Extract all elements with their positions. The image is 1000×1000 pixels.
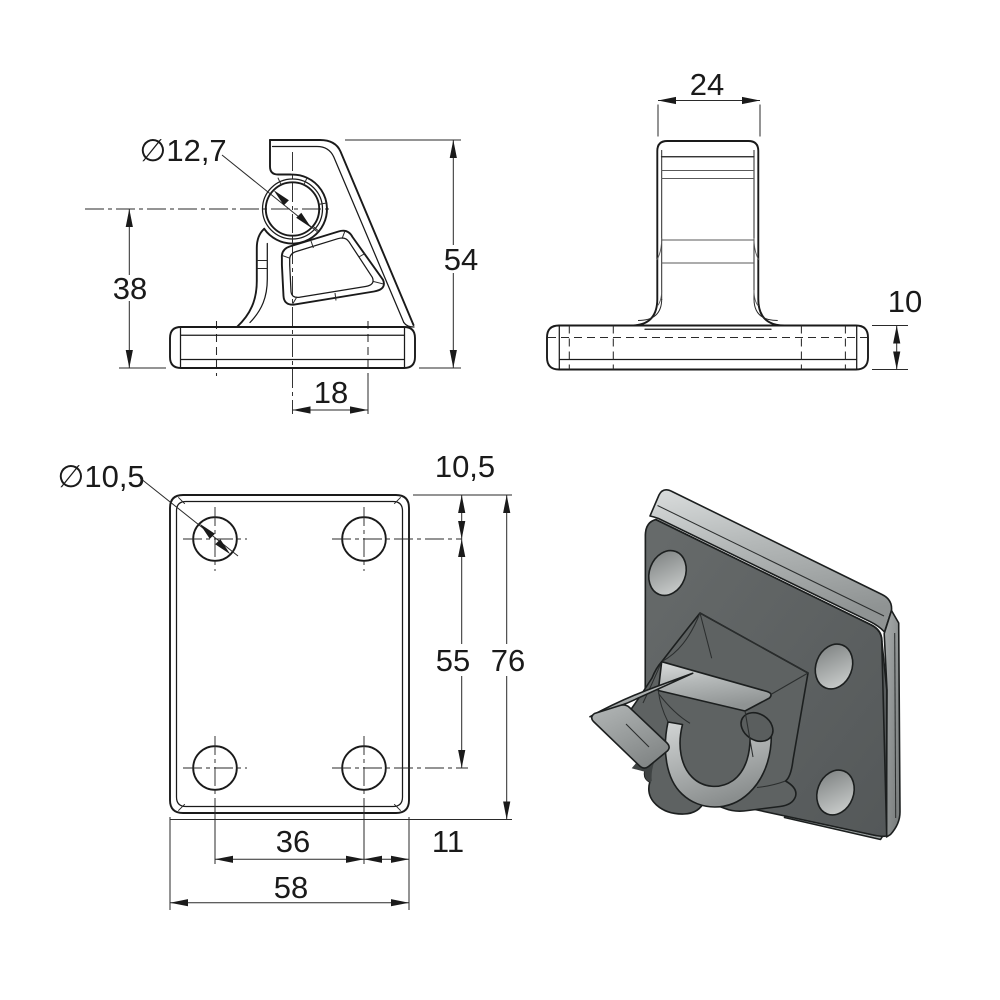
iso-view (589, 489, 901, 841)
dimension-24-lines (657, 100, 761, 137)
dim-overall-height: 54 (444, 242, 478, 277)
iso-hole-top-left (647, 549, 688, 597)
dim-plate-height: 76 (491, 643, 525, 678)
arrowhead (346, 855, 364, 863)
arrowhead (458, 495, 466, 513)
stem-hidden-arcs (656, 237, 760, 307)
arrowhead (125, 209, 133, 227)
arrowhead (391, 855, 409, 863)
arm-underside-edge (625, 723, 650, 748)
ring-transition-ticks (277, 177, 327, 244)
arrowhead (449, 140, 457, 158)
dim-hole-center-height: 38 (113, 271, 147, 306)
boss-edge-lines (657, 690, 754, 758)
arrowhead (503, 495, 511, 513)
arrowhead (893, 351, 901, 370)
iso-hole-right-upper (814, 643, 854, 690)
extension-lines (169, 494, 512, 910)
dim-plate-width: 58 (274, 870, 308, 905)
corner-transition-ticks (177, 496, 402, 812)
dim-hole-side-edge: 11 (432, 824, 464, 859)
arrowhead (296, 212, 312, 228)
stem-transition-ticks (256, 260, 268, 269)
arrowhead (170, 899, 188, 907)
arrowhead (215, 539, 231, 555)
gusset-cutout-outer (280, 229, 385, 306)
base-plate-chamfer-lines (179, 326, 406, 369)
hook-top-and-gusset-edge (269, 139, 415, 326)
gusset-cutout-inner (289, 237, 374, 298)
bottom-view: 10,5 55 76 36 11 58 ∅10,5 (57, 449, 525, 910)
gusset-chamfer-line (271, 145, 405, 324)
mounting-plate-chamfer-outline (175, 500, 404, 808)
flange-crease-line (756, 780, 786, 789)
hook-stem-chamfer (249, 242, 268, 324)
hidden-hole-edge-lines (568, 325, 846, 370)
arrowhead (125, 350, 133, 368)
hook-stem-edge (236, 227, 266, 328)
arrowhead (364, 855, 382, 863)
side-view: 54 38 18 ∅12,7 (85, 133, 478, 414)
dim-mount-hole-diameter: ∅10,5 (57, 459, 144, 494)
hook-outer-arc (263, 173, 328, 245)
dim-hole-pitch-vertical: 55 (436, 643, 470, 678)
arrowhead (350, 406, 368, 414)
dim-stem-width: 24 (690, 67, 724, 102)
dimension-54-lines (345, 139, 461, 369)
top-bevel-band-line (657, 505, 885, 617)
iso-hole-right-lower (815, 769, 856, 816)
arrowhead (893, 325, 901, 344)
arrowhead (391, 899, 409, 907)
cutout-transition-ticks (282, 230, 384, 305)
stem-hidden-lines (661, 170, 754, 264)
arrowhead (458, 521, 466, 539)
plate-outline (546, 324, 869, 371)
hole-centerlines (183, 507, 468, 800)
arrowhead (742, 96, 760, 105)
arrowhead (458, 539, 466, 557)
stem-fillet-inner-lines (637, 298, 778, 321)
boss-top-face (657, 660, 772, 712)
right-bevel-band-line (894, 632, 897, 819)
arrowhead (199, 523, 215, 539)
arrowhead (273, 190, 289, 206)
stem-side-tangent-lines (661, 150, 755, 300)
arrowhead (658, 96, 676, 105)
dim-plate-thickness: 10 (888, 284, 922, 319)
arrowhead (503, 801, 511, 820)
arrowhead (449, 350, 457, 368)
stem-outline (630, 140, 786, 327)
arrowhead (292, 406, 311, 414)
plate-chamfer-lines (558, 324, 858, 371)
arrowhead (458, 750, 466, 768)
arrowhead (215, 855, 233, 863)
gusset-base-fillet (403, 321, 415, 328)
dimension-10-lines (872, 325, 908, 370)
dim-hook-hole-diameter: ∅12,7 (139, 133, 226, 168)
hook-tab-left-edge (269, 139, 292, 176)
front-view: 24 10 (546, 67, 922, 371)
dim-hole-top-edge: 10,5 (435, 449, 495, 484)
arm-end-face (590, 704, 670, 769)
plate-right-bevel-face (883, 609, 901, 838)
pedestal-edges (642, 612, 809, 704)
mounting-plate-outline (169, 494, 410, 814)
dim-hole-center-offset: 18 (314, 375, 348, 410)
dim-hole-pitch-horizontal: 36 (276, 824, 310, 859)
